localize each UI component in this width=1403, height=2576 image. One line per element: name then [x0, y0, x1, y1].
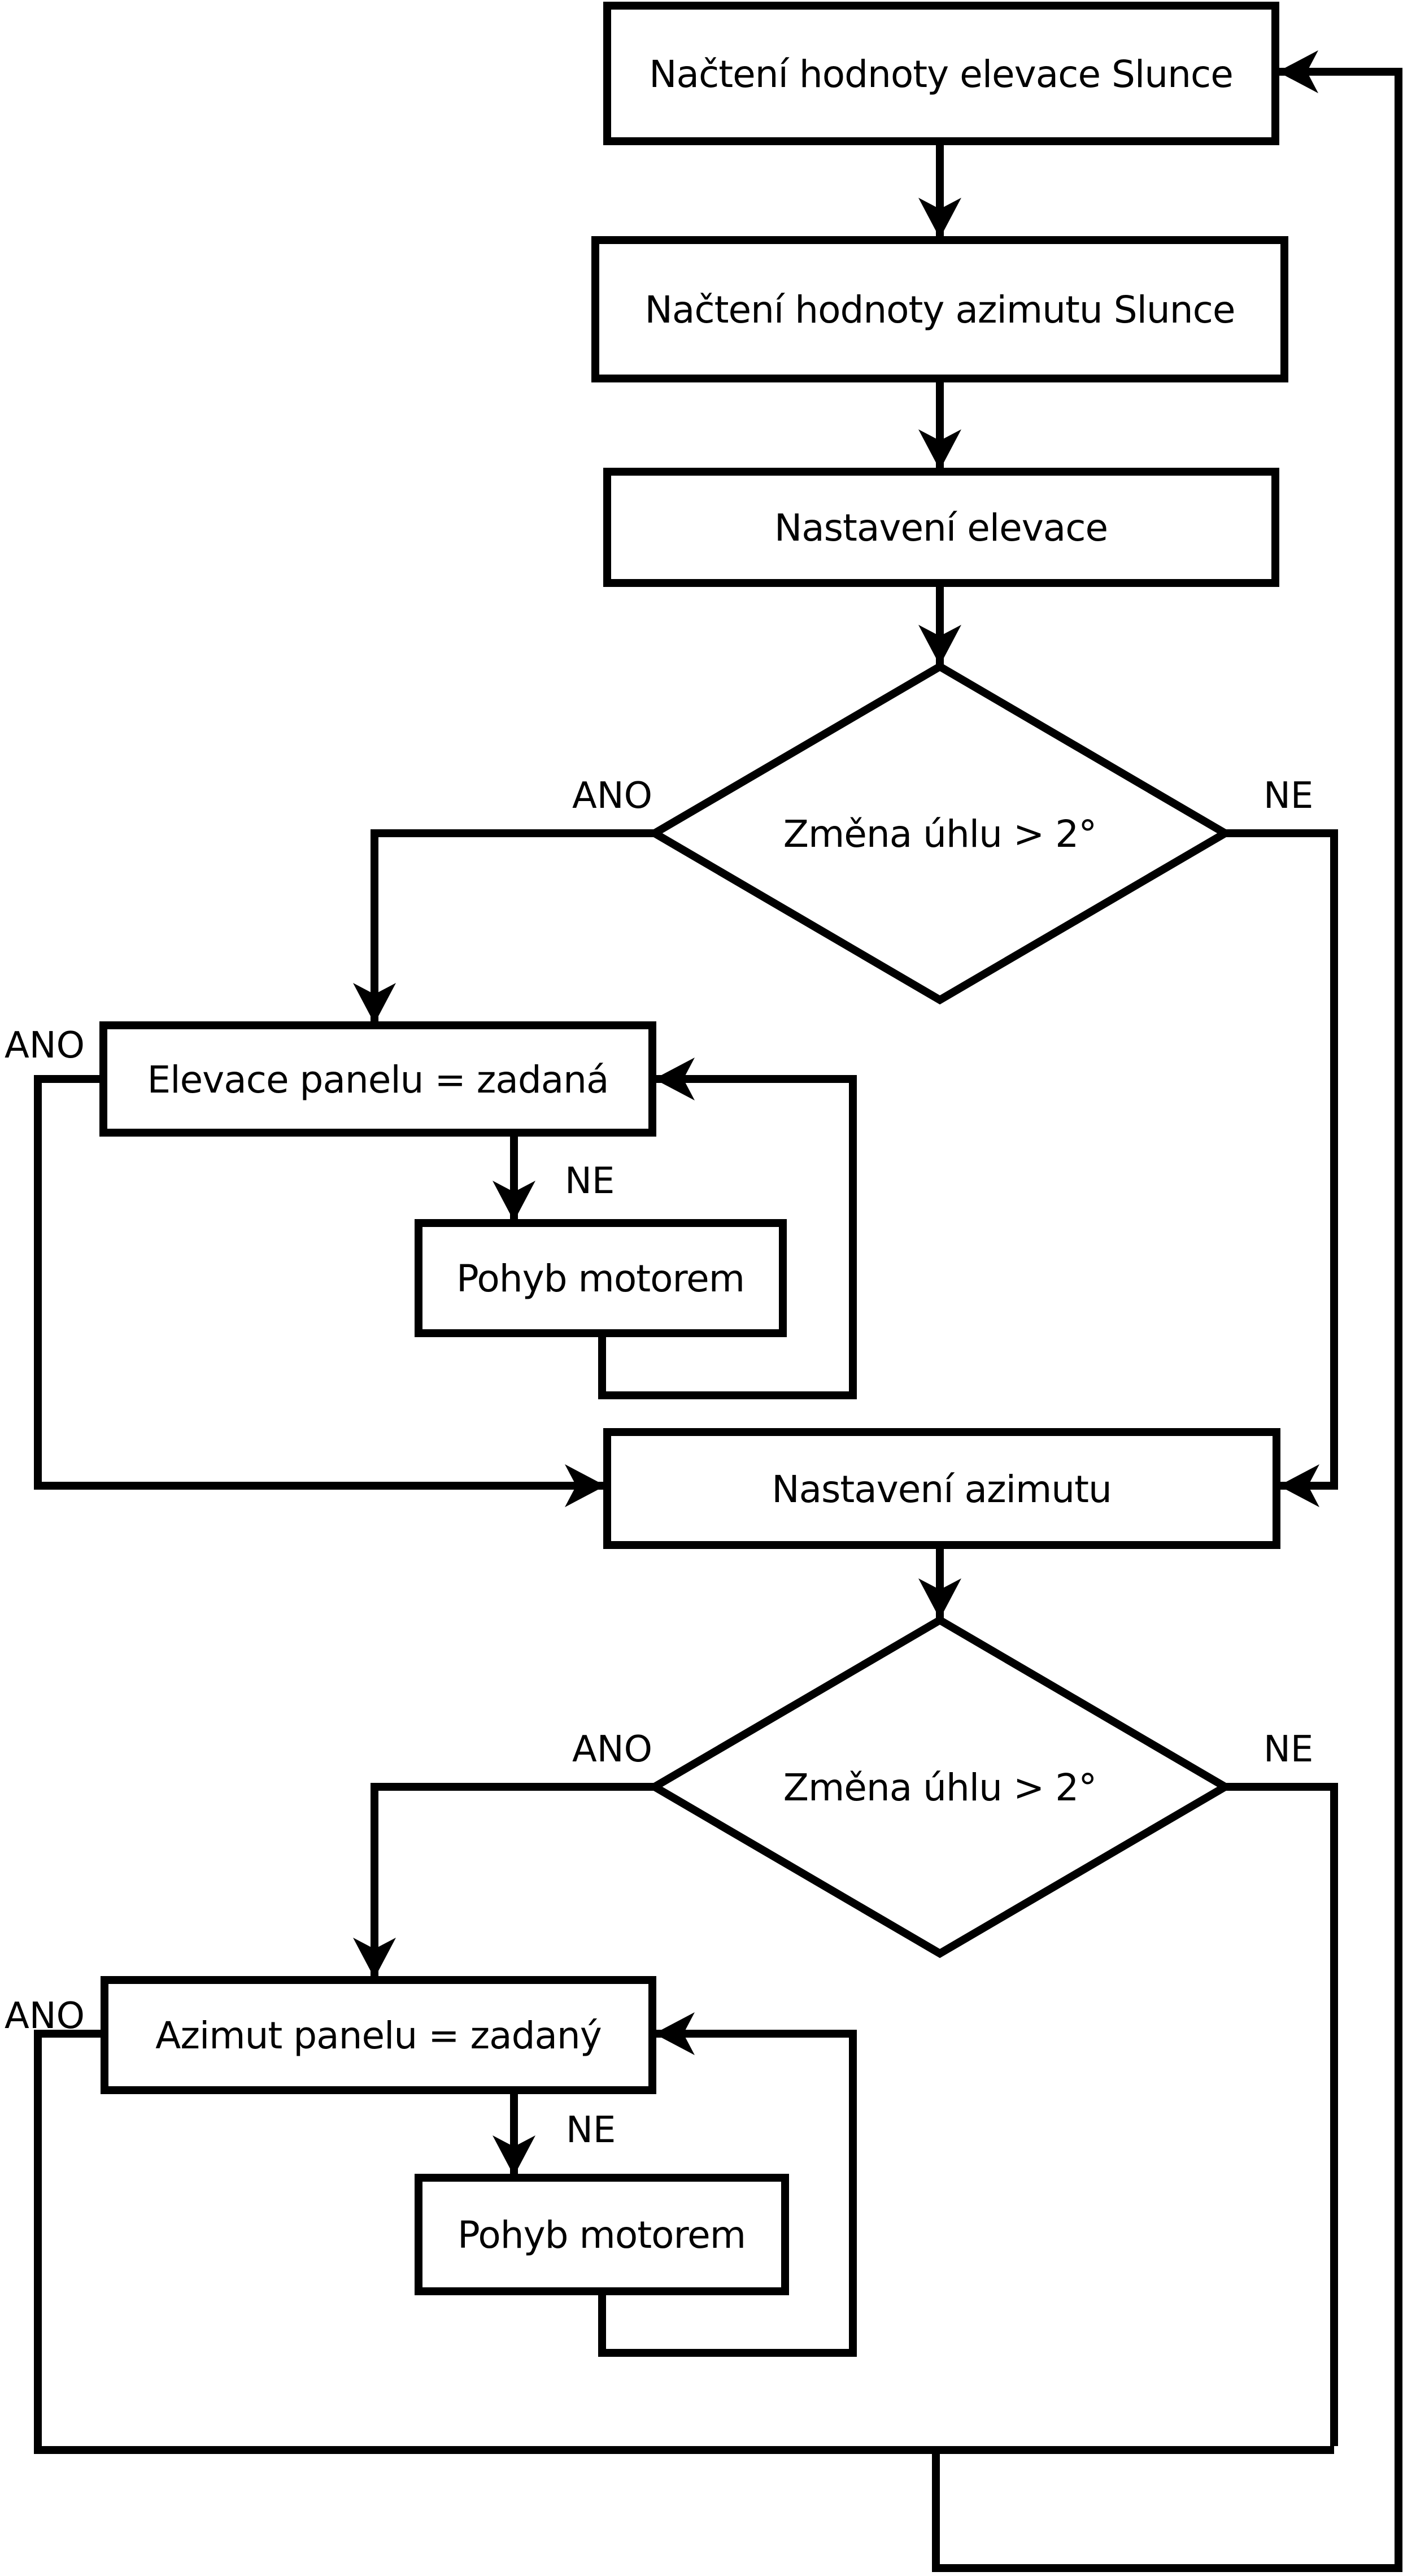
process-box-read-azimuth — [591, 236, 1288, 382]
branch-label-ne-elevation-decision: NE — [1263, 775, 1313, 817]
edge-azimuth-equals-ano-rail — [34, 2030, 1334, 2454]
process-box-elevation-equals — [99, 1021, 656, 1137]
edge-elevation-decision-ano — [353, 829, 655, 1024]
process-box-azimuth-equals — [101, 1976, 656, 2094]
process-label-read-elevation: Načtení hodnoty elevace Slunce — [649, 53, 1233, 96]
edge-elevation-motor-loop — [598, 1058, 857, 1399]
branch-label-ne-elevation-equals: NE — [565, 1160, 615, 1202]
process-label-set-elevation: Nastavení elevace — [774, 506, 1108, 550]
decision-label-azimuth: Změna úhlu > 2° — [783, 1766, 1096, 1809]
process-label-azimuth-equals: Azimut panelu = zadaný — [155, 2014, 602, 2057]
process-box-set-azimuth — [603, 1428, 1280, 1549]
branch-label-ne-azimuth-equals: NE — [566, 2109, 616, 2151]
edge-azimuth-decision-ne — [1225, 1783, 1338, 2446]
process-box-elevation-motor — [415, 1219, 787, 1337]
process-box-azimuth-motor — [415, 2174, 789, 2295]
process-label-elevation-equals: Elevace panelu = zadaná — [147, 1058, 609, 1102]
decision-diamond-azimuth — [647, 1615, 1233, 1959]
decision-diamond-elevation — [647, 662, 1233, 1005]
branch-label-ano-azimuth-equals: ANO — [5, 1995, 85, 2037]
process-box-read-elevation — [603, 2, 1279, 145]
branch-label-ano-azimuth-decision: ANO — [572, 1729, 652, 1770]
decision-label-elevation: Změna úhlu > 2° — [783, 812, 1096, 856]
edge-return-to-start — [932, 50, 1402, 2572]
process-label-read-azimuth: Načtení hodnoty azimutu Slunce — [645, 288, 1235, 332]
branch-label-ano-elevation-decision: ANO — [572, 775, 652, 817]
branch-label-ano-elevation-equals: ANO — [5, 1025, 85, 1067]
edge-azimuth-motor-loop — [598, 2012, 857, 2357]
process-label-azimuth-motor: Pohyb motorem — [457, 2213, 746, 2257]
process-box-set-elevation — [603, 468, 1279, 587]
edge-azimuth-decision-ano — [353, 1783, 655, 1978]
process-label-set-azimuth: Nastavení azimutu — [772, 1468, 1112, 1511]
branch-label-ne-azimuth-decision: NE — [1263, 1729, 1313, 1770]
edge-elevation-decision-ne — [1225, 829, 1338, 1507]
process-label-elevation-motor: Pohyb motorem — [456, 1257, 744, 1300]
edge-elevation-equals-ano-to-set-azimuth — [34, 1075, 605, 1507]
